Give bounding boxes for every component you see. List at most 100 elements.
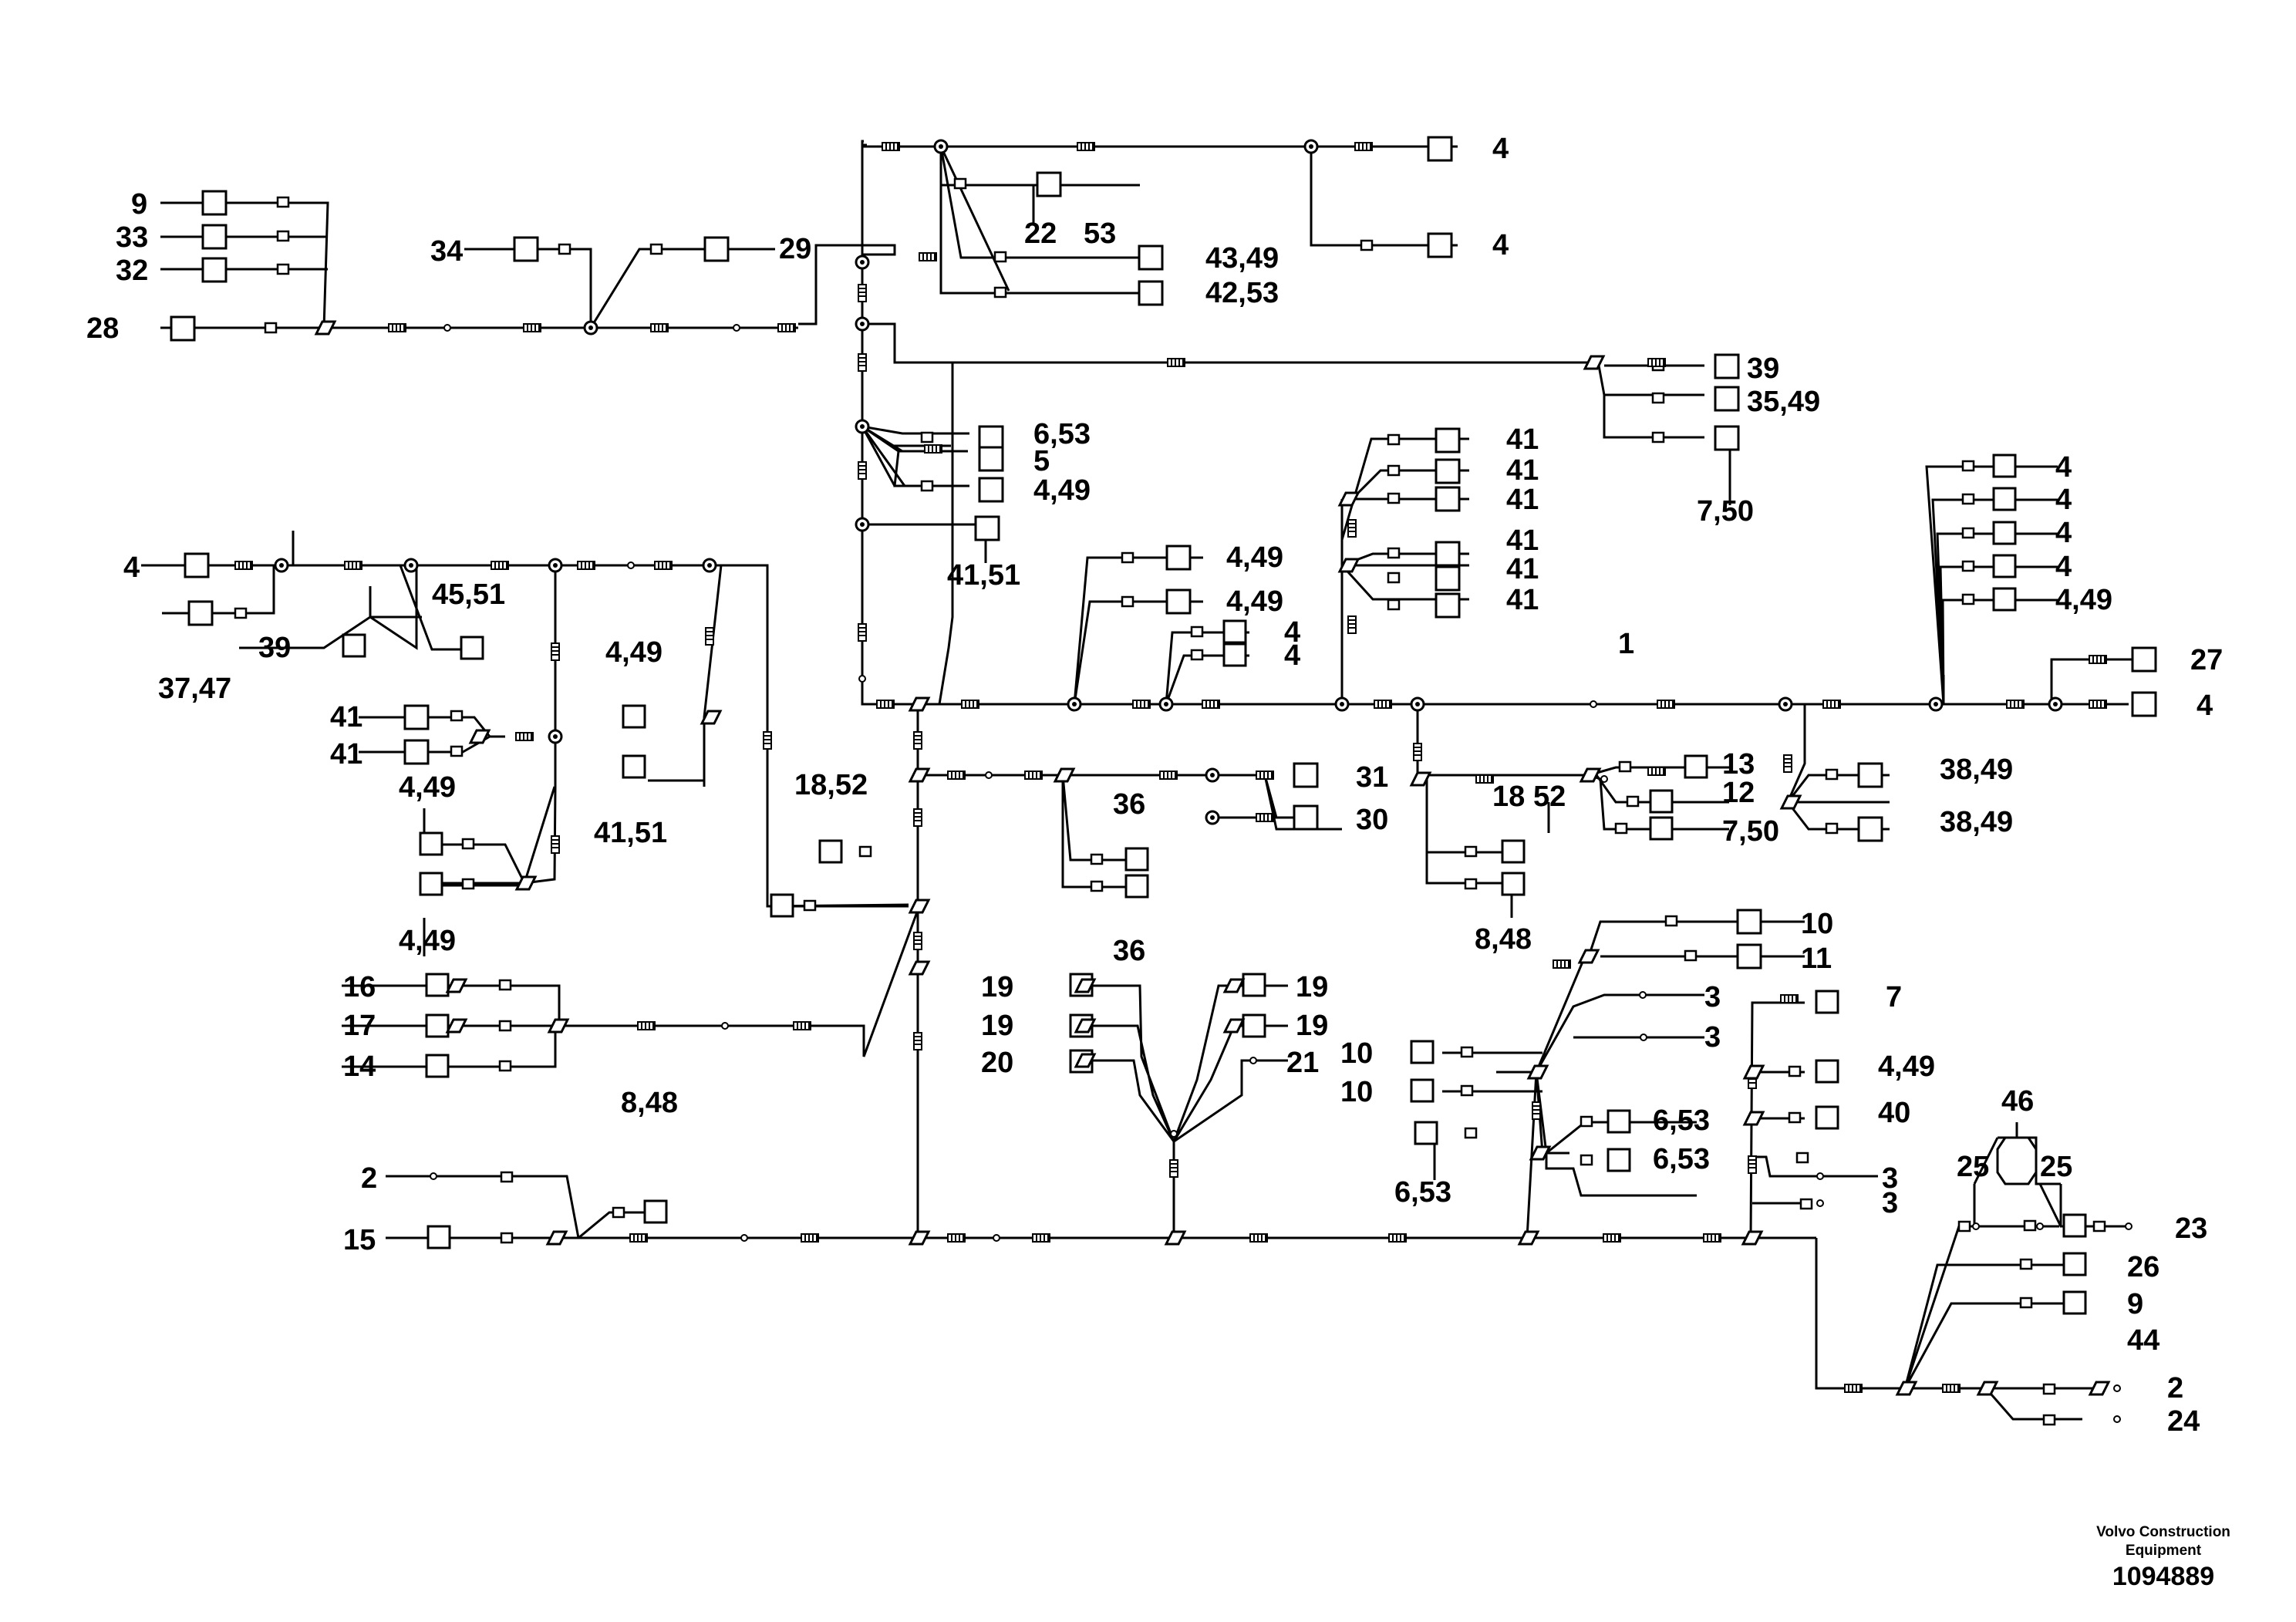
dots bbox=[430, 324, 2132, 1423]
inline-connectors bbox=[234, 142, 2107, 1393]
label: 39 bbox=[1747, 352, 1779, 385]
label: 4,49 bbox=[1033, 474, 1091, 507]
label: 6,53 bbox=[1394, 1176, 1451, 1209]
brand-name: Volvo Construction Equipment bbox=[2079, 1523, 2248, 1560]
label: 4 bbox=[2055, 451, 2072, 484]
label: 41 bbox=[1506, 524, 1539, 557]
label: 43,49 bbox=[1205, 242, 1279, 275]
label: 34 bbox=[430, 235, 463, 268]
label: 41 bbox=[1506, 553, 1539, 585]
label: 4,49 bbox=[1226, 585, 1283, 618]
label: 3 bbox=[1704, 981, 1721, 1013]
label: 13 bbox=[1722, 748, 1755, 781]
label: 17 bbox=[343, 1010, 376, 1042]
label: 36 bbox=[1113, 935, 1145, 967]
label: 10 bbox=[1801, 908, 1833, 940]
label: 4,49 bbox=[399, 771, 456, 804]
label: 38,49 bbox=[1940, 806, 2013, 838]
label: 41,51 bbox=[947, 559, 1020, 592]
label: 3 bbox=[1704, 1021, 1721, 1054]
label: 25 bbox=[1957, 1151, 1989, 1183]
label: 41,51 bbox=[594, 817, 667, 849]
label: 41 bbox=[1506, 584, 1539, 616]
label: 11 bbox=[1801, 943, 1832, 975]
label: 16 bbox=[343, 971, 376, 1003]
label: 10 bbox=[1340, 1076, 1373, 1108]
label: 7,50 bbox=[1697, 495, 1754, 528]
label: 3 bbox=[1882, 1162, 1898, 1195]
label: 32 bbox=[116, 255, 148, 287]
label: 44 bbox=[2127, 1324, 2159, 1357]
label: 52 bbox=[1533, 781, 1566, 813]
label: 1 bbox=[1618, 628, 1634, 660]
label: 41 bbox=[330, 738, 362, 771]
label: 27 bbox=[2190, 644, 2223, 676]
label: 31 bbox=[1356, 761, 1388, 794]
label: 20 bbox=[981, 1047, 1013, 1079]
brand-line-1: Volvo Construction bbox=[2096, 1524, 2230, 1540]
label: 25 bbox=[2040, 1151, 2072, 1183]
label: 4 bbox=[2055, 517, 2072, 549]
label: 26 bbox=[2127, 1251, 2159, 1283]
label: 10 bbox=[1340, 1037, 1373, 1070]
label: 4,49 bbox=[605, 636, 663, 669]
label: 18,52 bbox=[794, 769, 868, 801]
label: 9 bbox=[2127, 1288, 2143, 1320]
label: 15 bbox=[343, 1224, 376, 1256]
labels: 4 4 22 53 43,49 42,53 9 33 32 28 34 29 3… bbox=[86, 133, 2223, 1438]
label: 30 bbox=[1356, 804, 1388, 836]
label: 4 bbox=[1284, 616, 1300, 649]
label: 4,49 bbox=[1226, 541, 1283, 574]
label: 4 bbox=[1284, 639, 1300, 672]
label: 23 bbox=[2175, 1212, 2207, 1245]
label: 8,48 bbox=[621, 1087, 678, 1119]
label: 41 bbox=[1506, 454, 1539, 487]
label: 19 bbox=[981, 971, 1013, 1003]
label: 41 bbox=[1506, 423, 1539, 456]
label: 6,53 bbox=[1653, 1104, 1710, 1137]
label: 18 bbox=[1492, 781, 1525, 813]
label: 28 bbox=[86, 312, 119, 345]
label: 4 bbox=[2055, 484, 2072, 516]
label: 33 bbox=[116, 221, 148, 254]
label: 41 bbox=[330, 701, 362, 733]
label: 41 bbox=[1506, 484, 1539, 516]
label: 24 bbox=[2167, 1405, 2200, 1438]
document-number: 1094889 bbox=[2112, 1562, 2215, 1591]
label: 22 bbox=[1024, 218, 1057, 250]
label: 19 bbox=[981, 1010, 1013, 1042]
label: 19 bbox=[1296, 1010, 1328, 1042]
label: 45,51 bbox=[432, 578, 505, 611]
label: 9 bbox=[131, 188, 147, 221]
label: 29 bbox=[779, 233, 811, 265]
label: 2 bbox=[2167, 1372, 2183, 1404]
label: 4 bbox=[2197, 690, 2213, 722]
label: 21 bbox=[1286, 1047, 1319, 1079]
brand-line-2: Equipment bbox=[2125, 1543, 2202, 1559]
label: 4 bbox=[1492, 133, 1509, 165]
label: 37,47 bbox=[158, 673, 231, 705]
label: 35,49 bbox=[1747, 386, 1820, 418]
label: 4 bbox=[2055, 551, 2072, 583]
label: 4,49 bbox=[1878, 1050, 1935, 1083]
label: 36 bbox=[1113, 788, 1145, 821]
label: 42,53 bbox=[1205, 277, 1279, 309]
label: 19 bbox=[1296, 971, 1328, 1003]
label: 38,49 bbox=[1940, 754, 2013, 786]
label: 6,53 bbox=[1033, 418, 1091, 450]
label: 39 bbox=[258, 632, 291, 664]
label: 14 bbox=[343, 1050, 376, 1083]
components bbox=[170, 136, 2157, 1426]
label: 40 bbox=[1878, 1097, 1910, 1129]
label: 6,53 bbox=[1653, 1143, 1710, 1175]
label: 3 bbox=[1882, 1187, 1898, 1219]
label: 7,50 bbox=[1722, 815, 1779, 848]
label: 5 bbox=[1033, 445, 1050, 477]
label: 4,49 bbox=[2055, 584, 2112, 616]
label: 2 bbox=[361, 1162, 377, 1195]
label: 7 bbox=[1886, 981, 1902, 1013]
label: 4 bbox=[1492, 229, 1509, 261]
label: 46 bbox=[2001, 1085, 2034, 1118]
